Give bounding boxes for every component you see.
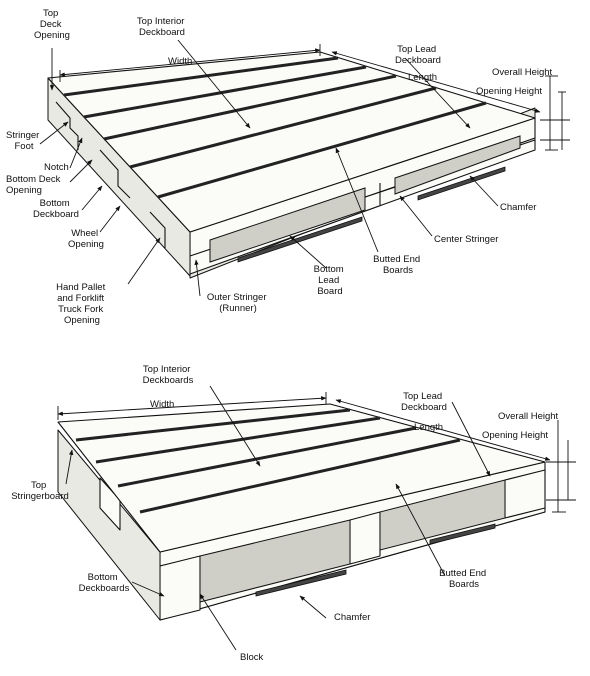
label-block-opening-height: Opening Height [482,430,548,441]
block-pallet-leaders [65,385,491,651]
label-butted-end-boards: Butted End Boards [373,254,423,276]
block-pallet-dimension-lines [57,392,576,513]
stringer-chamfer-right [417,166,506,201]
label-overall-height: Overall Height [492,67,553,78]
label-bottom-lead-board: Bottom Lead Board [314,264,347,297]
label-top-interior-deckboard: Top Interior Deckboard [137,16,187,38]
stringer-pallet-leaders [39,39,499,297]
label-stringer-foot: Stringer Foot [6,130,42,152]
label-outer-stringer: Outer Stringer (Runner) [207,292,269,314]
block-opening-right [379,479,506,551]
label-top-lead-deckboard: Top Lead Deckboard [395,44,441,66]
block-pallet-left-face [57,429,161,621]
block-front-center [349,511,381,565]
label-chamfer-top: Chamfer [500,202,536,213]
label-length: Length [408,72,437,83]
label-top-stringerboard: Top Stringerboard [11,480,69,502]
label-block: Block [240,652,263,663]
stringer-pallet-labels: Top Deck Opening Top Interior Deckboard … [6,8,553,326]
label-block-top-lead-deckboard: Top Lead Deckboard [401,391,447,413]
label-block-chamfer: Chamfer [334,612,370,623]
block-opening-left [199,519,351,603]
block-chamfer-left [255,569,347,597]
label-bottom-deckboards: Bottom Deckboards [79,572,130,594]
label-top-deck-opening: Top Deck Opening [34,8,70,41]
label-block-butted-end-boards: Butted End Boards [439,568,489,590]
stringer-chamfer-left [237,216,363,263]
block-front-left [159,555,201,621]
label-top-interior-deckboards: Top Interior Deckboards [143,364,194,386]
label-wheel-opening: Wheel Opening [68,228,104,250]
label-hand-pallet-fork-opening: Hand Pallet and Forklift Truck Fork Open… [56,282,108,326]
label-opening-height: Opening Height [476,86,542,97]
label-block-overall-height: Overall Height [498,411,559,422]
stringer-pallet-dimension-lines [59,44,570,151]
block-pallet-labels: Top Interior Deckboards Width Top Lead D… [11,364,558,663]
label-block-length: Length [414,422,443,433]
label-notch: Notch [44,162,69,173]
label-center-stringer: Center Stringer [434,234,498,245]
block-chamfer-right [429,523,496,545]
stringer-fork-opening-right [394,135,521,195]
stringer-fork-opening-left [209,187,366,263]
label-bottom-deck-opening: Bottom Deck Opening [6,174,63,196]
label-width: Width [168,56,192,67]
label-bottom-deckboard: Bottom Deckboard [33,198,79,220]
label-block-width: Width [150,399,174,410]
